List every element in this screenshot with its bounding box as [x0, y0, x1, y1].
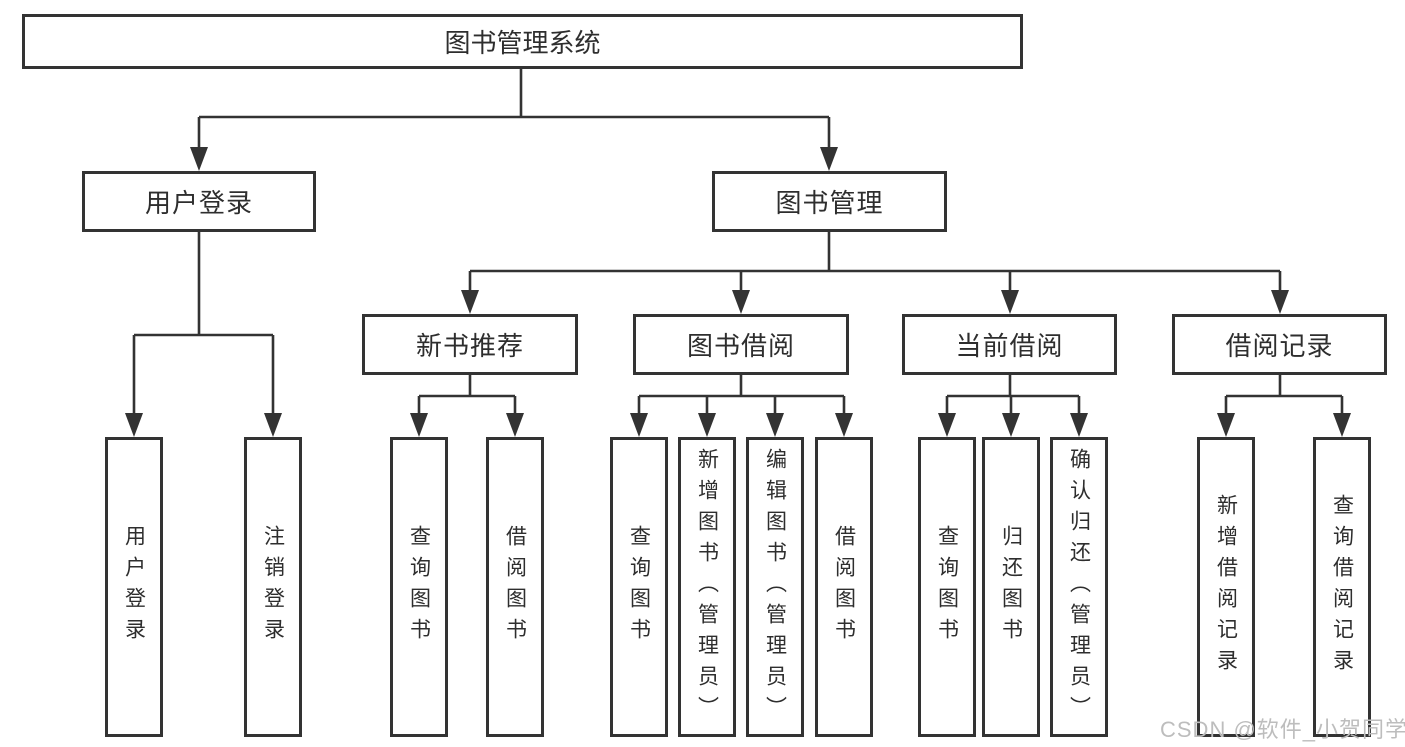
node-label: 用户登录 [122, 525, 146, 649]
leaf-return-books: 归还图书 [982, 437, 1040, 737]
leaf-user-login: 用户登录 [105, 437, 163, 737]
node-label: 新增图书（管理员） [695, 447, 719, 727]
node-label: 确认归还（管理员） [1067, 447, 1091, 727]
node-label: 归还图书 [999, 525, 1023, 649]
node-label: 新增借阅记录 [1214, 494, 1238, 680]
node-borrowing-records: 借阅记录 [1172, 314, 1387, 375]
node-label: 查询图书 [407, 525, 431, 649]
node-book-borrowing: 图书借阅 [633, 314, 849, 375]
leaf-add-borrow-record: 新增借阅记录 [1197, 437, 1255, 737]
leaf-query-books-current: 查询图书 [918, 437, 976, 737]
leaf-confirm-return-admin: 确认归还（管理员） [1050, 437, 1108, 737]
leaf-borrow-books: 借阅图书 [815, 437, 873, 737]
node-label: 新书推荐 [415, 331, 524, 361]
node-label: 图书管理系统 [444, 28, 601, 58]
csdn-watermark: CSDN @软件_小贺同学 [1160, 717, 1405, 742]
node-label: 借阅图书 [832, 525, 856, 649]
node-user-login: 用户登录 [82, 171, 316, 232]
leaf-borrow-books-recommend: 借阅图书 [486, 437, 544, 737]
node-label: 查询图书 [935, 525, 959, 649]
leaf-query-books-borrow: 查询图书 [610, 437, 668, 737]
leaf-edit-books-admin: 编辑图书（管理员） [746, 437, 804, 737]
node-label: 查询图书 [627, 525, 651, 649]
leaf-logout: 注销登录 [244, 437, 302, 737]
node-label: 图书管理 [775, 188, 884, 218]
arrowhead-icons [125, 147, 1351, 437]
node-new-book-recommendation: 新书推荐 [362, 314, 578, 375]
node-book-management: 图书管理 [712, 171, 947, 232]
node-label: 图书借阅 [686, 331, 795, 361]
leaf-query-borrow-record: 查询借阅记录 [1313, 437, 1371, 737]
leaf-query-books-recommend: 查询图书 [390, 437, 448, 737]
node-label: 注销登录 [261, 525, 285, 649]
node-label: 借阅图书 [503, 525, 527, 649]
node-label: 用户登录 [144, 188, 253, 218]
node-label: 查询借阅记录 [1330, 494, 1354, 680]
node-library-management-system: 图书管理系统 [22, 14, 1023, 69]
node-current-borrowing: 当前借阅 [902, 314, 1117, 375]
node-label: 编辑图书（管理员） [763, 447, 787, 727]
node-label: 当前借阅 [955, 331, 1064, 361]
node-label: 借阅记录 [1225, 331, 1334, 361]
leaf-add-books-admin: 新增图书（管理员） [678, 437, 736, 737]
